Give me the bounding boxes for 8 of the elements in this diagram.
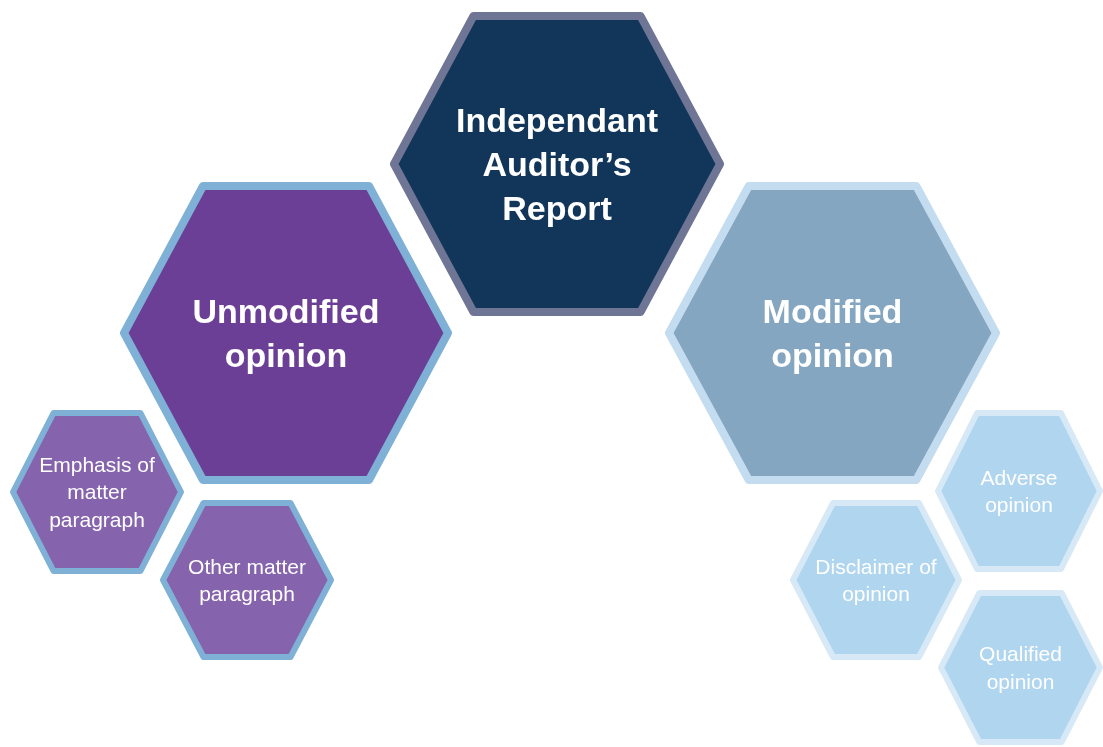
hexagon-label: Disclaimer of opinion	[814, 553, 938, 607]
hexagon-label: Adverse opinion	[979, 464, 1059, 518]
hexagon-label: Modified opinion	[761, 290, 904, 376]
hexagon-label: Qualified opinion	[978, 641, 1063, 695]
hexagon-label: Independant Auditor’s Report	[454, 99, 660, 230]
hexagon-label: Unmodified opinion	[191, 290, 381, 376]
hexagon-label: Emphasis of matter paragraph	[38, 452, 156, 533]
hexagon-label: Other matter paragraph	[187, 553, 307, 607]
